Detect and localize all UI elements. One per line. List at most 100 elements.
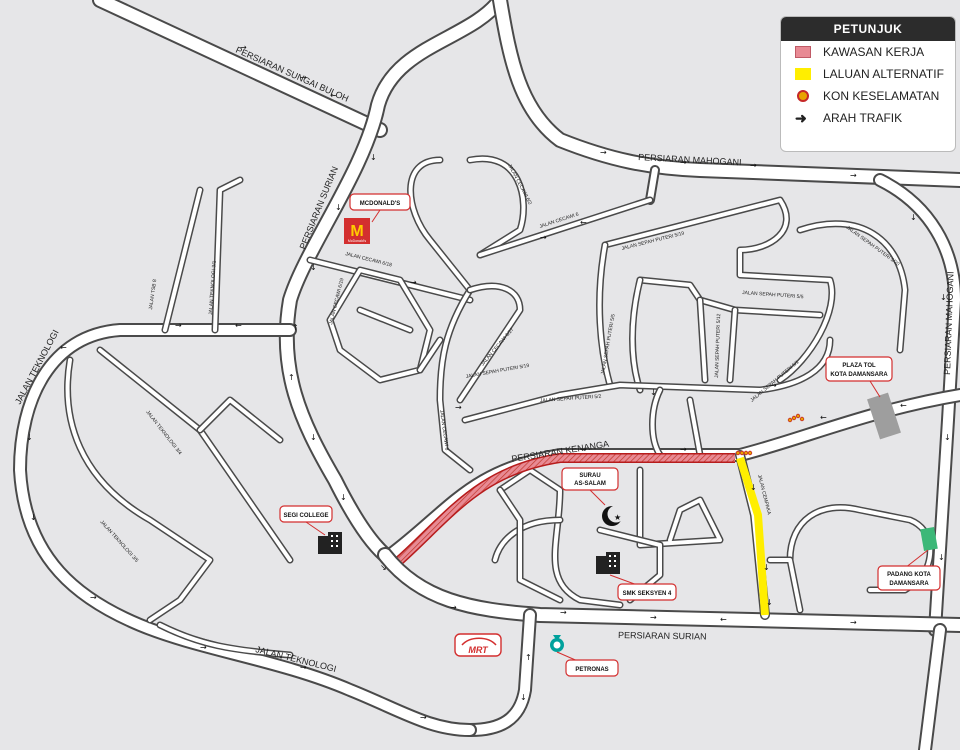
svg-text:→: → bbox=[770, 381, 777, 390]
work-zone-swatch-icon bbox=[795, 46, 811, 58]
poi-segi-college[interactable]: SEGI COLLEGE bbox=[279, 505, 342, 554]
alt-route-swatch-icon bbox=[795, 68, 811, 80]
label-jalan-teknologi-3-1: JALAN TEKNOLOGI 3/1 bbox=[208, 260, 218, 315]
poi-smk-seksyen-4[interactable]: SMK SEKSYEN 4 bbox=[596, 552, 677, 601]
crescent-star-icon: ★ bbox=[602, 505, 625, 526]
legend-item-alt-route: LALUAN ALTERNATIF bbox=[781, 63, 955, 85]
svg-text:→: → bbox=[300, 73, 307, 82]
svg-text:←: ← bbox=[330, 91, 337, 100]
svg-text:→: → bbox=[240, 43, 247, 52]
smk-label: SMK SEKSYEN 4 bbox=[623, 591, 672, 597]
legend-label: ARAH TRAFIK bbox=[823, 111, 903, 125]
svg-text:→: → bbox=[300, 663, 307, 672]
svg-text:→: → bbox=[650, 613, 657, 622]
svg-text:↑: ↑ bbox=[525, 653, 532, 662]
svg-text:↓: ↓ bbox=[910, 213, 917, 222]
svg-text:→: → bbox=[90, 593, 97, 602]
svg-text:↘: ↘ bbox=[380, 563, 387, 572]
surau-label-line2: AS-SALAM bbox=[574, 481, 606, 487]
legend-item-safety-cone: KON KESELAMATAN bbox=[781, 85, 955, 107]
svg-text:→: → bbox=[455, 403, 462, 412]
legend-item-traffic-direction: ➜ ARAH TRAFIK bbox=[781, 107, 955, 129]
poi-petronas[interactable]: PETRONAS bbox=[550, 635, 619, 677]
label-jalan-tsb-8: JALAN TSB 8 bbox=[148, 279, 158, 311]
svg-text:→: → bbox=[680, 445, 687, 454]
label-jalan-sepah-puteri-5-19b: JALAN SEPAH PUTERI 5/19 bbox=[465, 363, 530, 380]
svg-text:←: ← bbox=[580, 218, 587, 227]
svg-text:↓: ↓ bbox=[750, 483, 757, 492]
svg-text:→: → bbox=[850, 618, 857, 627]
svg-text:←: ← bbox=[820, 413, 827, 422]
label-jalan-teknologi-3-5: JALAN TEKNOLOGI 3/5 bbox=[99, 519, 140, 564]
label-persiaran-surian-south: PERSIARAN SURIAN bbox=[618, 630, 707, 642]
svg-text:↓: ↓ bbox=[940, 293, 947, 302]
svg-text:↓: ↓ bbox=[30, 513, 37, 522]
legend-label: KON KESELAMATAN bbox=[823, 89, 940, 103]
svg-text:→: → bbox=[175, 321, 182, 330]
svg-text:↓: ↓ bbox=[520, 693, 527, 702]
petronas-logo-icon bbox=[550, 635, 564, 652]
svg-text:→: → bbox=[410, 278, 417, 287]
svg-text:→: → bbox=[200, 643, 207, 652]
petronas-label: PETRONAS bbox=[575, 667, 608, 673]
legend-label: KAWASAN KERJA bbox=[823, 45, 925, 59]
building-icon bbox=[596, 552, 620, 574]
svg-text:→: → bbox=[680, 158, 687, 167]
mcdonalds-label: MCDONALD'S bbox=[360, 201, 400, 207]
svg-text:↓: ↓ bbox=[340, 493, 347, 502]
svg-text:→: → bbox=[540, 233, 547, 242]
svg-text:↓: ↓ bbox=[763, 563, 770, 572]
svg-text:→: → bbox=[850, 171, 857, 180]
svg-text:←: ← bbox=[235, 321, 242, 330]
plaza-tol-label-line1: PLAZA TOL bbox=[842, 363, 876, 369]
poi-plaza-tol[interactable]: PLAZA TOL KOTA DAMANSARA bbox=[825, 356, 893, 398]
poi-mrt[interactable]: MRT bbox=[454, 633, 502, 657]
major-roads bbox=[13, 0, 960, 750]
alternative-route-jalan-cempaka bbox=[736, 456, 769, 616]
legend-title: PETUNJUK bbox=[781, 17, 955, 41]
legend-label: LALUAN ALTERNATIF bbox=[823, 67, 944, 81]
svg-text:←: ← bbox=[720, 615, 727, 624]
arrow-right-icon: ➜ bbox=[795, 110, 807, 126]
padang-icon bbox=[920, 526, 938, 552]
svg-text:←: ← bbox=[900, 401, 907, 410]
label-jalan-sepah-puteri-5-12: JALAN SEPAH PUTERI 5/12 bbox=[714, 313, 722, 378]
svg-text:→: → bbox=[600, 148, 607, 157]
poi-padang-kota-damansara[interactable]: PADANG KOTA DAMANSARA bbox=[877, 549, 941, 591]
svg-text:←: ← bbox=[60, 343, 67, 352]
svg-text:↓: ↓ bbox=[938, 553, 945, 562]
padang-label-line1: PADANG KOTA bbox=[887, 572, 931, 578]
svg-text:→: → bbox=[450, 603, 457, 612]
svg-text:↓: ↓ bbox=[26, 433, 33, 442]
label-jalan-sepah-puteri-5-5b: JALAN SEPAH PUTERI 5/5 bbox=[742, 290, 804, 300]
label-jalan-sepah-puteri-5-2: JALAN SEPAH PUTERI 5/2 bbox=[540, 394, 602, 404]
svg-text:↑: ↑ bbox=[292, 323, 299, 332]
padang-label-line2: DAMANSARA bbox=[889, 581, 929, 587]
svg-text:↓: ↓ bbox=[370, 153, 377, 162]
plaza-tol-label-line2: KOTA DAMANSARA bbox=[830, 372, 888, 378]
segi-college-label: SEGI COLLEGE bbox=[283, 513, 328, 519]
svg-text:↓: ↓ bbox=[335, 203, 342, 212]
mrt-logo-text: MRT bbox=[468, 645, 489, 655]
svg-text:→: → bbox=[420, 713, 427, 722]
svg-text:↓: ↓ bbox=[766, 598, 773, 607]
toll-plaza-icon bbox=[867, 392, 901, 440]
legend-item-work-zone: KAWASAN KERJA bbox=[781, 41, 955, 63]
svg-text:↓: ↓ bbox=[310, 433, 317, 442]
label-jalan-cecawi-6-vert: JALAN CECAWI 6 bbox=[438, 409, 450, 451]
label-jalan-cecawi-6-27: JALAN CECAWI 6/27 bbox=[480, 327, 516, 368]
traffic-arrows: →→← ↓↓↓ ↑↑↓ ↓↘ →→→→ ↓↓↓↓ →→←← →→→←→ ↓↓↓ … bbox=[26, 43, 951, 722]
svg-text:→: → bbox=[560, 608, 567, 617]
svg-text:M: M bbox=[350, 223, 363, 240]
svg-text:↓: ↓ bbox=[310, 263, 317, 272]
legend-panel: PETUNJUK KAWASAN KERJA LALUAN ALTERNATIF… bbox=[780, 16, 956, 152]
poi-surau-as-salam[interactable]: SURAU AS-SALAM ★ bbox=[561, 467, 625, 526]
label-persiaran-mahogani-right: PERSIARAN MAHOGANI bbox=[942, 271, 956, 375]
minor-roads bbox=[64, 155, 934, 659]
poi-mcdonalds[interactable]: MCDONALD'S M McDonald's bbox=[344, 193, 411, 244]
safety-cones bbox=[735, 413, 805, 456]
svg-text:→: → bbox=[580, 445, 587, 454]
safety-cone-icon bbox=[797, 90, 809, 102]
svg-text:★: ★ bbox=[614, 513, 621, 522]
